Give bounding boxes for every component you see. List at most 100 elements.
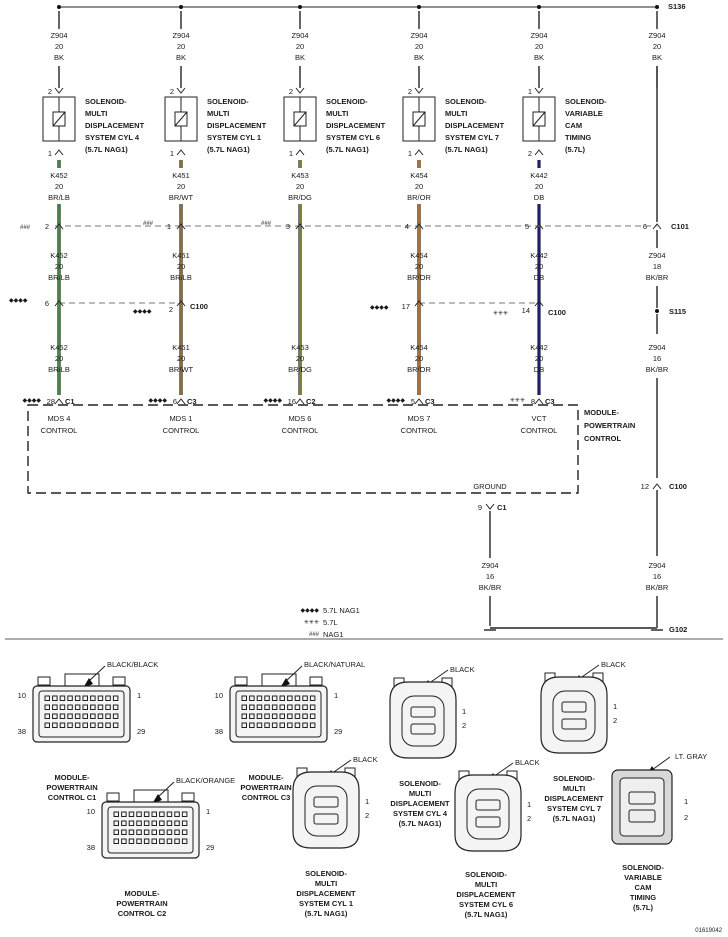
solenoid-name: CAM: [565, 121, 582, 130]
solenoid-name: (5.7L NAG1): [207, 145, 250, 154]
pcm-pin-name: MDS 1: [170, 414, 193, 423]
pin-index: 38: [215, 727, 223, 736]
solenoid-name: VARIABLE: [565, 109, 603, 118]
pin-index: 10: [18, 691, 26, 700]
pin-cavity: [302, 695, 308, 701]
splice-dot: [57, 5, 61, 9]
wire-label: 16: [653, 354, 661, 363]
pin-cavity: [294, 713, 301, 719]
solenoid-name: DISPLACEMENT: [326, 121, 386, 130]
coil-slash: [52, 111, 66, 127]
solenoid-name: MULTI: [445, 109, 467, 118]
connector-title-mds-cyl1: (5.7L NAG1): [305, 909, 348, 918]
pin-cavity: [166, 820, 173, 826]
wire-label: BR/WT: [169, 193, 194, 202]
connector-title-pcm-c3: CONTROL C3: [242, 793, 291, 802]
pin-cavity: [52, 722, 58, 728]
pcm-pin-name: CONTROL: [401, 426, 438, 435]
splice-label-top: S136: [668, 2, 686, 11]
pin-cavity: [151, 829, 157, 835]
solenoid-name: DISPLACEMENT: [207, 121, 267, 130]
terminal-1: [628, 791, 656, 805]
solenoid-name: SOLENOID-: [445, 97, 487, 106]
wire-label: 20: [535, 354, 543, 363]
wire-label: Z904: [291, 31, 308, 40]
splice-dot: [179, 5, 183, 9]
pin-number: 2: [289, 87, 293, 96]
wire-label: 20: [415, 182, 423, 191]
pin-cavity: [309, 722, 316, 728]
wire-label: 16: [653, 572, 661, 581]
connector-chevron: [54, 223, 64, 230]
c101-pin: 2: [45, 222, 49, 231]
connector-face: [107, 806, 194, 854]
pin-cavity: [52, 704, 58, 710]
wire-label: 20: [653, 42, 661, 51]
pcm-pin-name: MDS 7: [408, 414, 431, 423]
connector-face: [38, 690, 125, 738]
connector-title-pcm-c3: POWERTRAIN: [240, 783, 291, 792]
pin-index: 2: [462, 721, 466, 730]
pin-cavity: [90, 722, 96, 728]
wire-label: DB: [534, 273, 544, 282]
connector-face: [619, 777, 665, 837]
pin-cavity: [97, 695, 104, 701]
connector-color-label: BLACK/BLACK: [107, 660, 158, 669]
terminal-2: [475, 816, 501, 828]
pcm-pin-name: VCT: [532, 414, 547, 423]
solenoid-name: (5.7L NAG1): [445, 145, 488, 154]
c100-mark: ◆◆◆◆: [133, 309, 152, 315]
pcm-pin: 16: [288, 397, 296, 406]
wire-label: BR/LB: [170, 273, 192, 282]
pin-cavity: [105, 695, 111, 701]
pcm-mark: ✳✳✳: [510, 397, 525, 404]
solenoid-name: SYSTEM CYL 4: [85, 133, 140, 142]
solenoid-name: SYSTEM CYL 6: [326, 133, 380, 142]
legend-label: 5.7L NAG1: [323, 606, 360, 615]
pin-cavity: [105, 704, 111, 710]
pin-cavity: [136, 838, 142, 844]
legend-label: 5.7L: [323, 618, 338, 627]
pin-cavity: [59, 704, 66, 710]
wire-label: DB: [534, 365, 544, 374]
pin-cavity: [174, 820, 180, 826]
pin-cavity: [159, 820, 165, 826]
pin-cavity: [105, 713, 111, 719]
connector-chevron: [54, 300, 64, 307]
pin-index: 2: [613, 716, 617, 725]
wire-label: 20: [55, 262, 63, 271]
pcm-pin: 6: [173, 397, 177, 406]
connector-title-mds-cyl7: MULTI: [563, 784, 585, 793]
solenoid-name: TIMING: [565, 133, 591, 142]
wire-label: Z904: [648, 251, 665, 260]
solenoid-name: SOLENOID-: [85, 97, 127, 106]
pin-index: 2: [365, 811, 369, 820]
pin-cavity: [128, 820, 135, 826]
connector-chevron: [295, 223, 305, 230]
ground-point-label: G102: [669, 625, 687, 634]
connector-chevron: [534, 223, 544, 230]
connector-chevron: [176, 149, 186, 156]
splice-dot: [537, 5, 541, 9]
wire-label: K442: [530, 343, 548, 352]
pin-index: 29: [206, 843, 214, 852]
pin-cavity: [44, 704, 50, 710]
wire-label: K451: [172, 343, 190, 352]
pcm-mark: ◆◆◆◆: [23, 398, 42, 404]
connector-color-label: BLACK: [450, 665, 475, 674]
wire-label: K451: [172, 171, 190, 180]
wire-label: 20: [296, 182, 304, 191]
pin-cavity: [59, 695, 66, 701]
connector-color-label: BLACK: [515, 758, 540, 767]
pin-cavity: [249, 722, 255, 728]
terminal-1: [561, 701, 587, 713]
connector-chevron: [534, 300, 544, 307]
pin-cavity: [159, 811, 165, 817]
pin-cavity: [287, 704, 293, 710]
pin-cavity: [143, 829, 150, 835]
connector-chevron: [54, 87, 64, 94]
pin-index: 2: [684, 813, 688, 822]
